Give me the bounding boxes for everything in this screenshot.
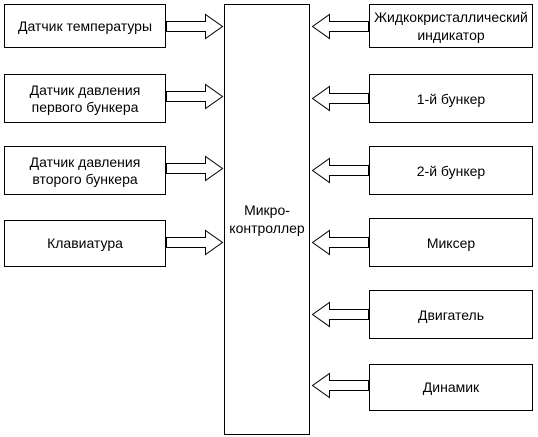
output-box-bunker-1: 1-й бункер: [369, 74, 533, 123]
arrow-pressure-sensor-bunker-1-to-mcu: [166, 83, 224, 110]
input-box-pressure-sensor-bunker-2: Датчик давления второго бункера: [4, 146, 166, 195]
output-label-bunker-1-line-1: 1-й бункер: [417, 91, 486, 107]
microcontroller-box: Микро- контроллер: [224, 4, 310, 435]
input-box-temperature-sensor: Датчик температуры: [4, 4, 166, 48]
arrow-engine-to-mcu: [311, 301, 369, 328]
arrow-mixer-to-mcu: [311, 229, 369, 256]
output-box-bunker-2: 2-й бункер: [369, 146, 533, 195]
output-label-mixer-line-1: Миксер: [427, 235, 476, 251]
input-label-pressure-sensor-bunker-2-line-1: Датчик давления: [30, 154, 141, 170]
arrow-bunker-2-to-mcu: [311, 157, 369, 184]
output-label-engine-line-1: Двигатель: [418, 307, 484, 323]
input-box-pressure-sensor-bunker-1: Датчик давления первого бункера: [4, 74, 166, 123]
microcontroller-label-line-2: контроллер: [229, 220, 305, 236]
output-box-engine: Двигатель: [369, 290, 533, 339]
arrow-keyboard-to-mcu: [166, 229, 224, 256]
arrow-temperature-sensor-to-mcu: [166, 13, 224, 40]
input-box-keyboard: Клавиатура: [4, 220, 166, 267]
output-label-bunker-2-line-1: 2-й бункер: [417, 163, 486, 179]
arrow-lcd-indicator-to-mcu: [311, 13, 369, 40]
output-label-lcd-indicator-line-2: индикатор: [417, 27, 484, 43]
microcontroller-label-line-1: Микро-: [244, 202, 290, 218]
input-label-temperature-sensor-line-1: Датчик температуры: [18, 18, 152, 34]
output-box-mixer: Миксер: [369, 218, 533, 267]
arrow-bunker-1-to-mcu: [311, 85, 369, 112]
output-label-lcd-indicator-line-1: Жидкокристаллический: [374, 9, 528, 25]
arrow-pressure-sensor-bunker-2-to-mcu: [166, 155, 224, 182]
output-box-lcd-indicator: Жидкокристаллический индикатор: [369, 4, 533, 48]
input-label-pressure-sensor-bunker-1-line-1: Датчик давления: [30, 82, 141, 98]
input-label-pressure-sensor-bunker-1-line-2: первого бункера: [32, 99, 139, 115]
arrow-speaker-to-mcu: [311, 372, 369, 399]
input-label-keyboard-line-1: Клавиатура: [47, 235, 123, 251]
input-label-pressure-sensor-bunker-2-line-2: второго бункера: [32, 171, 138, 187]
output-box-speaker: Динамик: [369, 364, 533, 411]
output-label-speaker-line-1: Динамик: [423, 379, 480, 395]
